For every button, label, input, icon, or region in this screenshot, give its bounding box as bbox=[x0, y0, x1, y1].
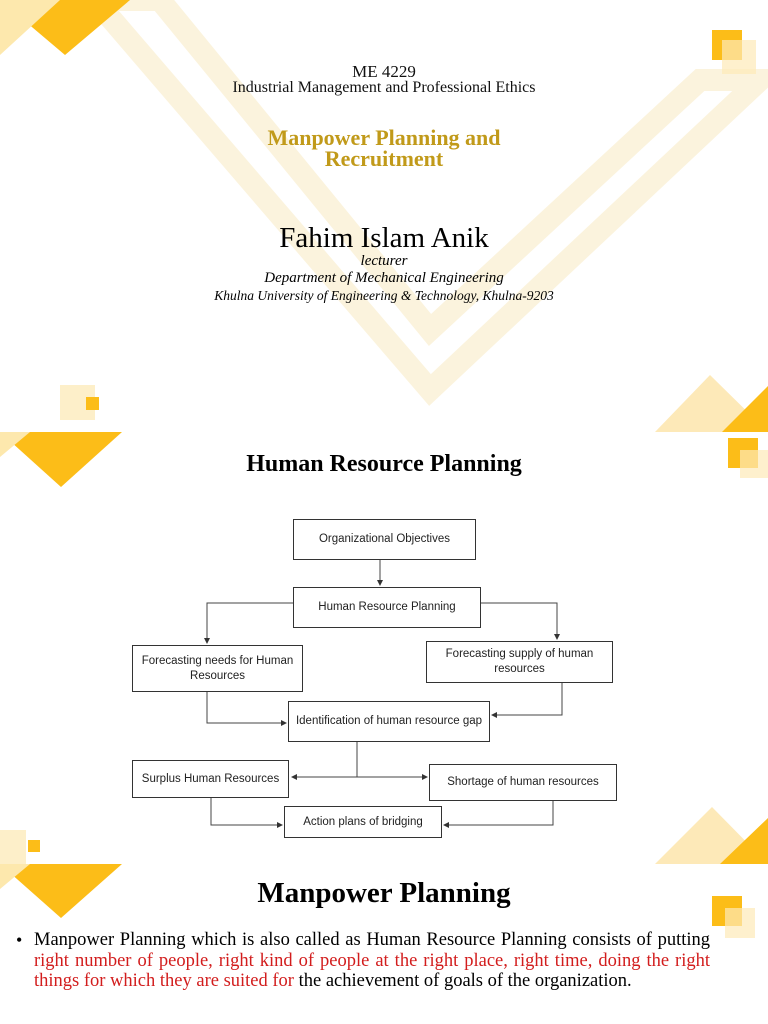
bullet-paragraph: Manpower Planning which is also called a… bbox=[34, 930, 710, 992]
author-role: lecturer bbox=[360, 253, 408, 269]
bullet-text-part2: the achievement of goals of the organiza… bbox=[293, 971, 632, 991]
box-human-resource-planning: Human Resource Planning bbox=[293, 587, 481, 628]
decor-shapes bbox=[0, 0, 768, 432]
topic-title-line1: Manpower Planning and bbox=[267, 125, 501, 150]
title-slide: ME 4229 Industrial Management and Profes… bbox=[0, 0, 768, 432]
box-forecasting-needs: Forecasting needs for Human Resources bbox=[132, 645, 303, 692]
flowchart-connectors bbox=[204, 560, 563, 828]
box-action-plans: Action plans of bridging bbox=[284, 806, 442, 838]
bullet-text-highlight: right number of people, right kind of pe… bbox=[34, 950, 710, 992]
decor-triangle-topleft bbox=[0, 864, 122, 918]
author-name: Fahim Islam Anik bbox=[279, 222, 489, 254]
bullet-text-part1: Manpower Planning which is also called a… bbox=[34, 930, 710, 950]
bullet-icon: • bbox=[16, 930, 23, 950]
box-resource-gap: Identification of human resource gap bbox=[288, 701, 490, 742]
manpower-slide: Manpower Planning • Manpower Planning wh… bbox=[0, 864, 768, 1024]
box-forecasting-supply: Forecasting supply of human resources bbox=[426, 641, 613, 683]
slide-title: Manpower Planning bbox=[257, 877, 511, 909]
decor-triangle-topleft bbox=[0, 432, 122, 487]
course-code: ME 4229 bbox=[352, 62, 416, 81]
box-organizational-objectives: Organizational Objectives bbox=[293, 519, 476, 560]
box-surplus: Surplus Human Resources bbox=[132, 760, 289, 798]
topic-title-line2: Recruitment bbox=[324, 146, 444, 171]
box-shortage: Shortage of human resources bbox=[429, 764, 617, 801]
department: Department of Mechanical Engineering bbox=[264, 270, 504, 286]
hrp-slide: Human Resource Planning Organizational O… bbox=[0, 432, 768, 864]
course-name: Industrial Management and Professional E… bbox=[232, 79, 536, 96]
decor-shapes bbox=[0, 864, 755, 938]
slide-title: Human Resource Planning bbox=[246, 451, 522, 477]
university: Khulna University of Engineering & Techn… bbox=[214, 288, 554, 303]
decor-shapes bbox=[0, 432, 768, 864]
